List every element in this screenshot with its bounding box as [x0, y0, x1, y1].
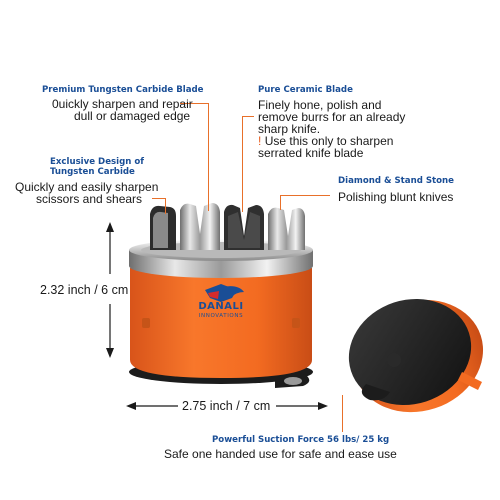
brand-name: DANALI: [198, 301, 244, 312]
tungsten-blade-desc-2: dull or damaged edge: [74, 109, 191, 123]
diamond-stone-heading: Diamond & Stand Stone: [338, 176, 454, 186]
suction-heading: Powerful Suction Force 56 lbs/ 25 kg: [212, 435, 390, 445]
ceramic-blade-desc-1: Finely hone, polish and: [258, 98, 382, 112]
tungsten-blade-heading: Premium Tungsten Carbide Blade: [42, 85, 204, 95]
exclusive-design-heading-2: Tungsten Carbide: [50, 167, 135, 177]
dimension-arrows: [106, 222, 328, 410]
diamond-stone-desc: Polishing blunt knives: [338, 190, 454, 204]
sharpener-blades: [150, 203, 305, 250]
ceramic-blade-desc-2: remove burrs for an already: [258, 110, 406, 124]
ceramic-blade-warning-text: Use this only to sharpen: [264, 134, 394, 148]
leader-diamond-h: [280, 195, 330, 197]
brand-tagline: INNOVATIONS: [198, 313, 244, 319]
suction-desc: Safe one handed use for safe and ease us…: [164, 447, 397, 461]
leader-ceramic-v: [242, 116, 244, 212]
danali-logo-icon: [205, 284, 244, 302]
width-dimension-label: 2.75 inch / 7 cm: [182, 399, 271, 413]
leader-tungsten-v: [208, 103, 210, 211]
warning-mark: !: [258, 134, 262, 148]
tungsten-blade-desc-1: 0uickly sharpen and repair: [52, 97, 193, 111]
ceramic-blade-heading: Pure Ceramic Blade: [258, 85, 353, 95]
leader-exclusive-h: [152, 198, 166, 200]
leader-diamond-v: [280, 195, 282, 210]
height-dimension-label: 2.32 inch / 6 cm: [40, 283, 129, 297]
ceramic-blade-desc-4: ! Use this only to sharpen: [258, 135, 393, 148]
exclusive-design-desc-1: Quickly and easily sharpen: [15, 180, 159, 194]
leader-suction: [342, 395, 344, 432]
exclusive-design-heading-1: Exclusive Design of: [50, 157, 144, 167]
ceramic-blade-desc-5: serrated knife blade: [258, 146, 364, 160]
leader-tungsten-h: [180, 103, 208, 105]
orange-body: [130, 268, 312, 378]
ceramic-blade-desc-3: sharp knife.: [258, 122, 321, 136]
leader-exclusive-v: [165, 198, 167, 214]
leader-ceramic-h: [242, 116, 254, 118]
exclusive-design-desc-2: scissors and shears: [36, 192, 143, 206]
suction-base-view: [348, 298, 484, 413]
